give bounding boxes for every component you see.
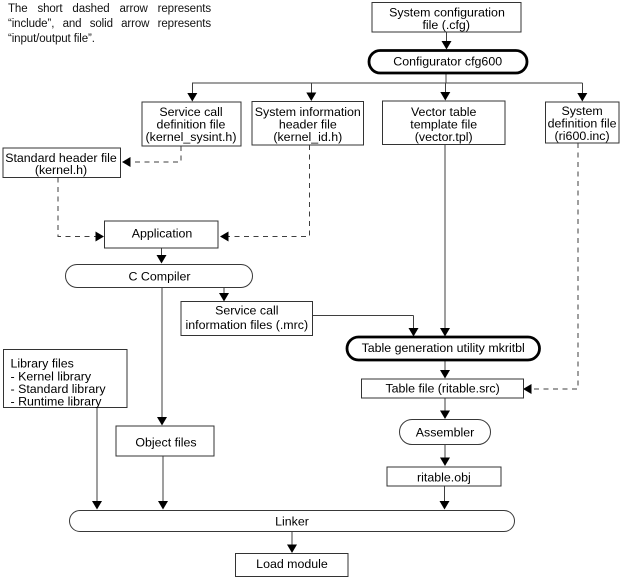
svg-text:Object files: Object files xyxy=(135,435,196,449)
svg-text:System information: System information xyxy=(255,105,361,119)
svg-text:information files (.mrc): information files (.mrc) xyxy=(186,318,309,332)
svg-text:definition file: definition file xyxy=(157,118,226,132)
svg-text:file (.cfg): file (.cfg) xyxy=(422,18,470,32)
svg-text:- Runtime library: - Runtime library xyxy=(11,395,103,409)
svg-text:header file: header file xyxy=(279,118,337,132)
svg-text:System configuration: System configuration xyxy=(389,5,505,19)
svg-text:(vector.tpl): (vector.tpl) xyxy=(415,130,473,144)
svg-text:(kernel.h): (kernel.h) xyxy=(35,163,87,177)
svg-text:Table file (ritable.src): Table file (ritable.src) xyxy=(385,381,499,395)
svg-text:Service call: Service call xyxy=(215,303,278,317)
svg-text:Assembler: Assembler xyxy=(416,426,475,440)
svg-text:Linker: Linker xyxy=(275,515,309,529)
svg-text:Application: Application xyxy=(132,226,193,240)
svg-text:(ri600.inc): (ri600.inc) xyxy=(555,129,610,143)
svg-text:Library files: Library files xyxy=(11,357,74,371)
svg-text:- Standard library: - Standard library xyxy=(11,382,107,396)
svg-text:definition file: definition file xyxy=(548,116,617,130)
svg-text:Standard header file: Standard header file xyxy=(5,151,117,165)
svg-text:System: System xyxy=(561,104,602,118)
svg-text:Load module: Load module xyxy=(256,557,328,571)
svg-text:ritable.obj: ritable.obj xyxy=(417,470,471,484)
svg-text:Table generation utility mkrit: Table generation utility mkritbl xyxy=(362,341,525,355)
svg-text:C Compiler: C Compiler xyxy=(129,269,191,283)
svg-text:Vector table: Vector table xyxy=(411,105,477,119)
svg-text:Service call: Service call xyxy=(159,105,222,119)
svg-text:Configurator cfg600: Configurator cfg600 xyxy=(393,55,502,69)
svg-text:template file: template file xyxy=(410,118,477,132)
svg-text:- Kernel library: - Kernel library xyxy=(11,369,92,383)
svg-text:(kernel_sysint.h): (kernel_sysint.h) xyxy=(146,130,237,144)
svg-text:(kernel_id.h): (kernel_id.h) xyxy=(273,130,342,144)
